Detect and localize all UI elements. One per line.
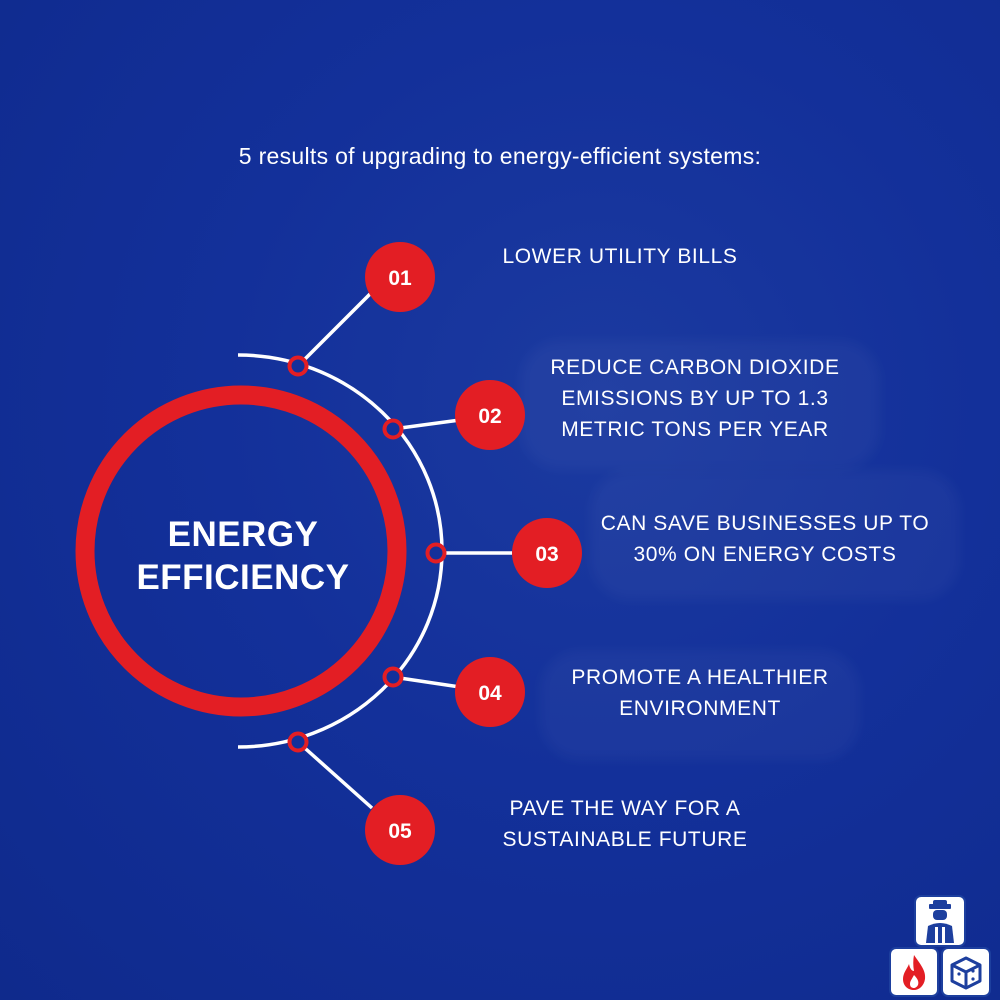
result-item-05: 05 (287, 731, 435, 865)
center-title-line1: ENERGY (168, 515, 319, 554)
connector-line (392, 418, 461, 431)
logo-tile-worker (914, 895, 966, 947)
result-item-03-text: CAN SAVE BUSINESSES UP TO 30% ON ENERGY … (585, 508, 945, 570)
arc-node (382, 418, 404, 440)
result-text-line: PAVE THE WAY FOR A (509, 797, 741, 820)
connector-line (392, 675, 461, 689)
result-text-line: CAN SAVE BUSINESSES UP TO (600, 512, 930, 535)
connector-line (296, 740, 374, 810)
badge-number: 03 (535, 543, 558, 566)
badge-number: 01 (388, 267, 412, 290)
arc-node (425, 542, 447, 564)
number-badge (365, 242, 435, 312)
headline: 5 results of upgrading to energy-efficie… (238, 143, 762, 169)
result-item-02: 02 (382, 380, 525, 450)
badge-number: 05 (388, 820, 412, 843)
center-ring (75, 385, 407, 717)
arc-node (287, 355, 309, 377)
result-text-line: PROMOTE A HEALTHIER (571, 666, 829, 689)
result-text-line: SUSTAINABLE FUTURE (502, 828, 748, 851)
arc-node (287, 731, 309, 753)
center-title-line2: EFFICIENCY (136, 558, 349, 597)
number-badge (455, 657, 525, 727)
result-item-01: 01 (287, 242, 435, 377)
worker-icon (926, 900, 954, 943)
result-item-01-text: LOWER UTILITY BILLS (460, 241, 780, 272)
result-text-line: METRIC TONS PER YEAR (561, 418, 829, 441)
result-item-02-text: REDUCE CARBON DIOXIDE EMISSIONS BY UP TO… (520, 352, 870, 445)
flame-icon (903, 955, 926, 990)
result-item-04-text: PROMOTE A HEALTHIER ENVIRONMENT (540, 662, 860, 724)
result-item-05-text: PAVE THE WAY FOR A SUSTAINABLE FUTURE (470, 793, 780, 855)
result-text-line: EMISSIONS BY UP TO 1.3 (561, 387, 829, 410)
result-item-03: 03 (425, 518, 582, 588)
result-text-line: 30% ON ENERGY COSTS (633, 543, 897, 566)
logo-tile-flame (889, 947, 939, 997)
connector-line (296, 292, 372, 368)
number-badge (365, 795, 435, 865)
box-icon (950, 956, 982, 990)
result-text-line: LOWER UTILITY BILLS (502, 245, 738, 268)
result-text-line: ENVIRONMENT (619, 697, 781, 720)
badge-number: 02 (478, 405, 501, 428)
badge-number: 04 (478, 682, 502, 705)
result-text-line: REDUCE CARBON DIOXIDE (550, 356, 840, 379)
logo-tile-box (941, 947, 991, 997)
result-item-04: 04 (382, 657, 525, 727)
arc-node (382, 666, 404, 688)
number-badge (455, 380, 525, 450)
number-badge (512, 518, 582, 588)
